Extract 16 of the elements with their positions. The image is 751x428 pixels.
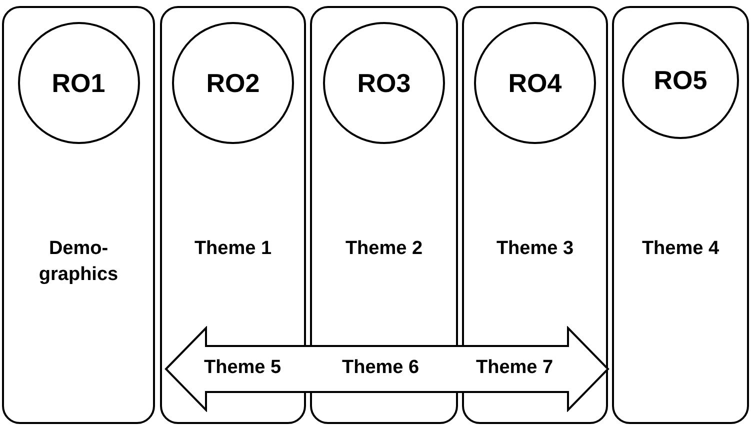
column-panel xyxy=(2,6,155,424)
circle-node: RO4 xyxy=(474,22,596,144)
circle-node: RO1 xyxy=(18,22,140,144)
theme-label: Theme 7 xyxy=(476,357,554,379)
theme-label: Theme 3 xyxy=(495,237,575,261)
circle-node: RO3 xyxy=(323,22,445,144)
theme-label: Demo- graphics xyxy=(38,237,120,287)
theme-label: Theme 4 xyxy=(640,237,720,261)
circle-node: RO2 xyxy=(172,22,294,144)
circle-node: RO5 xyxy=(622,22,739,139)
theme-label: Theme 1 xyxy=(193,237,273,261)
theme-label: Theme 6 xyxy=(342,357,420,379)
theme-label: Theme 2 xyxy=(344,237,424,261)
theme-label: Theme 5 xyxy=(204,357,282,379)
column-panel xyxy=(160,6,306,424)
column-panel xyxy=(612,6,749,424)
